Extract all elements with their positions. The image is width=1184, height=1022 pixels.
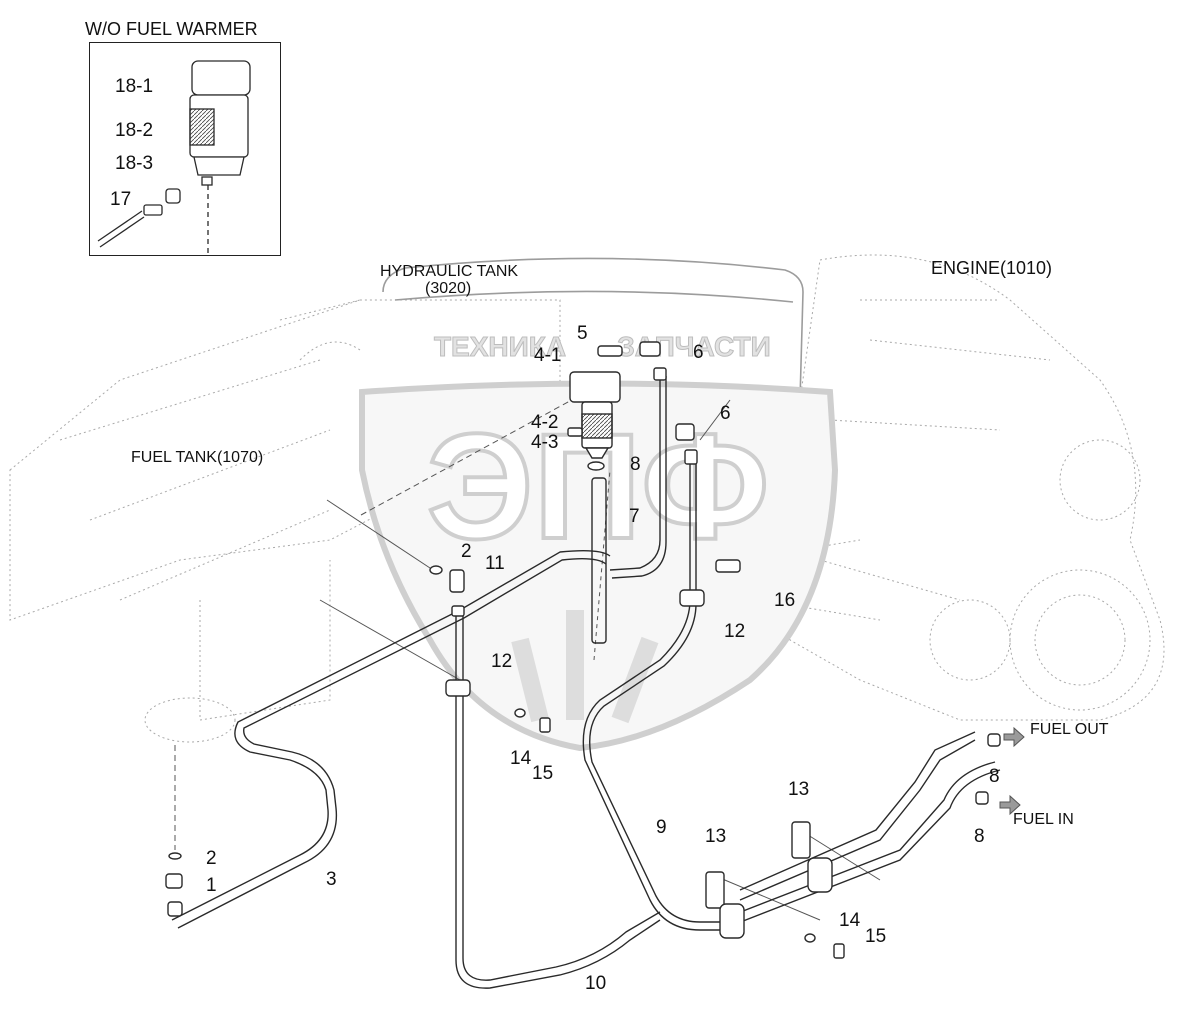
watermark-text-1: ТЕХНИКА [434, 331, 566, 362]
engine-label: ENGINE(1010) [931, 258, 1053, 278]
pipe-10 [455, 610, 661, 989]
callout-4-3: 4-3 [531, 432, 559, 453]
callout-8-out: 8 [989, 766, 1000, 787]
callout-4-1: 4-1 [534, 345, 562, 366]
bracket-13a [705, 871, 725, 909]
fuel-in-arrow [999, 794, 1021, 816]
bracket-13b [791, 821, 811, 859]
fuel-in-label: FUEL IN [1013, 811, 1074, 828]
inset-title: W/O FUEL WARMER [85, 19, 258, 39]
callout-7: 7 [629, 506, 640, 527]
callout-2-upper: 2 [461, 541, 472, 562]
callout-16: 16 [774, 590, 796, 611]
watermark-logo-text: ЭПФ [427, 402, 770, 570]
inset-box [89, 42, 281, 256]
fuel-pipes [171, 376, 1001, 989]
watermark-logo: ЭПФ ТЕХНИКА ЗАПЧАСТИ [359, 331, 839, 752]
leader-lines [174, 389, 881, 921]
callout-2-lower: 2 [206, 848, 217, 869]
pipe-3 [171, 549, 611, 921]
callout-9: 9 [656, 817, 667, 838]
callout-18-3: 18-3 [115, 153, 154, 174]
fuel-out-arrow [1003, 726, 1025, 748]
clamp-12a [445, 679, 471, 697]
callout-14-right: 14 [839, 910, 861, 931]
clamps [168, 461, 833, 943]
callout-12-left: 12 [491, 651, 513, 672]
fuel-out-label: FUEL OUT [1030, 721, 1109, 738]
callout-14-left: 14 [510, 748, 532, 769]
callout-15-right: 15 [865, 926, 887, 947]
callout-5: 5 [577, 323, 588, 344]
callout-6-right: 6 [720, 403, 731, 424]
inset-filter-drawing [97, 60, 251, 253]
callout-18-2: 18-2 [115, 120, 154, 141]
hydraulic-tank-label: HYDRAULIC TANK [380, 263, 519, 280]
callout-1: 1 [206, 875, 217, 896]
callout-15-left: 15 [532, 763, 554, 784]
callout-8-in: 8 [974, 826, 985, 847]
callout-8-filter: 8 [630, 454, 641, 475]
pipe-9 [609, 376, 661, 571]
fuel-tank-label: FUEL TANK(1070) [131, 449, 264, 466]
fuel-filter [165, 341, 1001, 959]
callout-12-right: 12 [724, 621, 746, 642]
callout-17: 17 [110, 189, 132, 210]
callout-10: 10 [585, 973, 607, 994]
callout-6-top: 6 [693, 342, 704, 363]
hydraulic-tank-outline [382, 257, 804, 401]
pipe-7 [591, 477, 607, 644]
callout-18-1: 18-1 [115, 76, 154, 97]
callout-13-lower: 13 [705, 826, 727, 847]
flow-arrows [999, 726, 1025, 816]
callout-3: 3 [326, 869, 337, 890]
callout-11: 11 [485, 553, 505, 574]
callout-4-2: 4-2 [531, 412, 559, 433]
clamp-12b [679, 589, 705, 607]
callout-13-upper: 13 [788, 779, 810, 800]
hydraulic-tank-code: (3020) [425, 280, 472, 297]
